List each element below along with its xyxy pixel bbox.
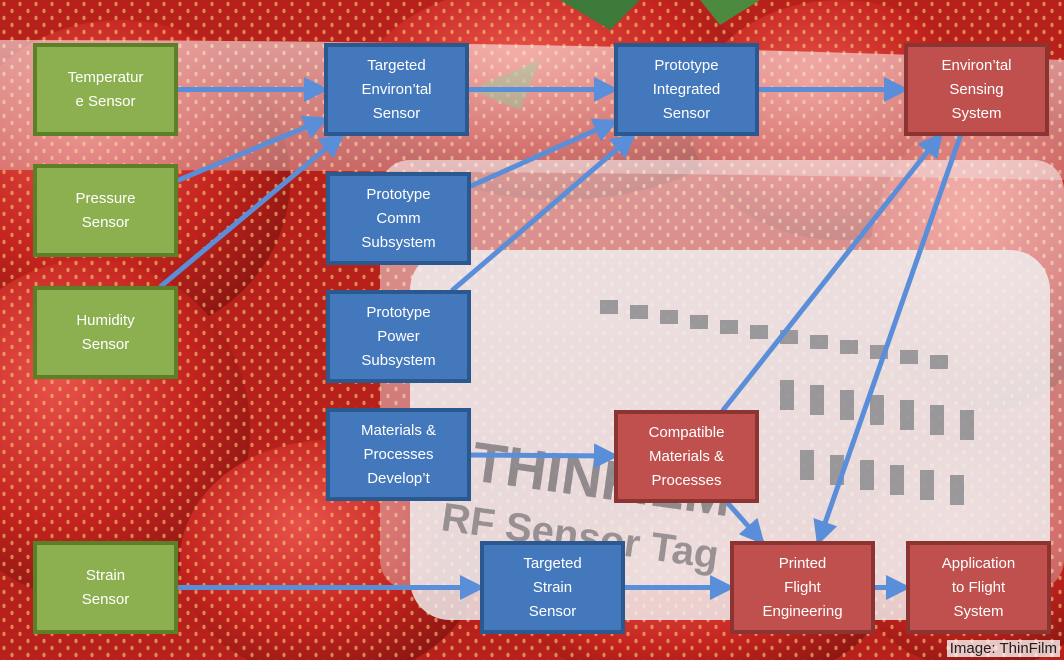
temperature-sensor-box: Temperatur e Sensor: [33, 43, 178, 136]
pressure-sensor-box: Pressure Sensor: [33, 164, 178, 257]
targeted-strain-sensor-box: Targeted Strain Sensor: [480, 541, 625, 634]
arrow-environtal_sensing_system-to-printed_flight_engineering: [813, 133, 963, 546]
arrow-prototype_power_subsystem-to-prototype_integrated_sensor: [450, 132, 637, 293]
targeted-environtal-sensor-box: Targeted Environ’tal Sensor: [324, 43, 469, 136]
humidity-sensor-box: Humidity Sensor: [33, 286, 178, 379]
arrow-pressure_sensor-to-targeted_environtal_sensor: [175, 115, 329, 183]
environtal-sensing-system-box: Environ’tal Sensing System: [904, 43, 1049, 136]
application-to-flight-system-box: Application to Flight System: [906, 541, 1051, 634]
printed-flight-engineering-box: Printed Flight Engineering: [730, 541, 875, 634]
strain-sensor-box: Strain Sensor: [33, 541, 178, 634]
prototype-power-subsystem-box: Prototype Power Subsystem: [326, 290, 471, 383]
arrow-humidity_sensor-to-targeted_environtal_sensor: [158, 132, 345, 289]
prototype-integrated-sensor-box: Prototype Integrated Sensor: [614, 43, 759, 136]
arrow-materials_processes_develop-to-compatible_materials_processes: [468, 443, 619, 469]
materials-processes-develop-box: Materials & Processes Develop’t: [326, 408, 471, 501]
image-credit: Image: ThinFilm: [946, 640, 1060, 657]
arrow-prototype_comm_subsystem-to-prototype_integrated_sensor: [468, 118, 619, 189]
compatible-materials-processes-box: Compatible Materials & Processes: [614, 410, 759, 503]
prototype-comm-subsystem-box: Prototype Comm Subsystem: [326, 172, 471, 265]
arrow-compatible_materials_processes-to-printed_flight_engineering: [725, 500, 765, 545]
arrow-compatible_materials_processes-to-environtal_sensing_system: [720, 132, 943, 413]
